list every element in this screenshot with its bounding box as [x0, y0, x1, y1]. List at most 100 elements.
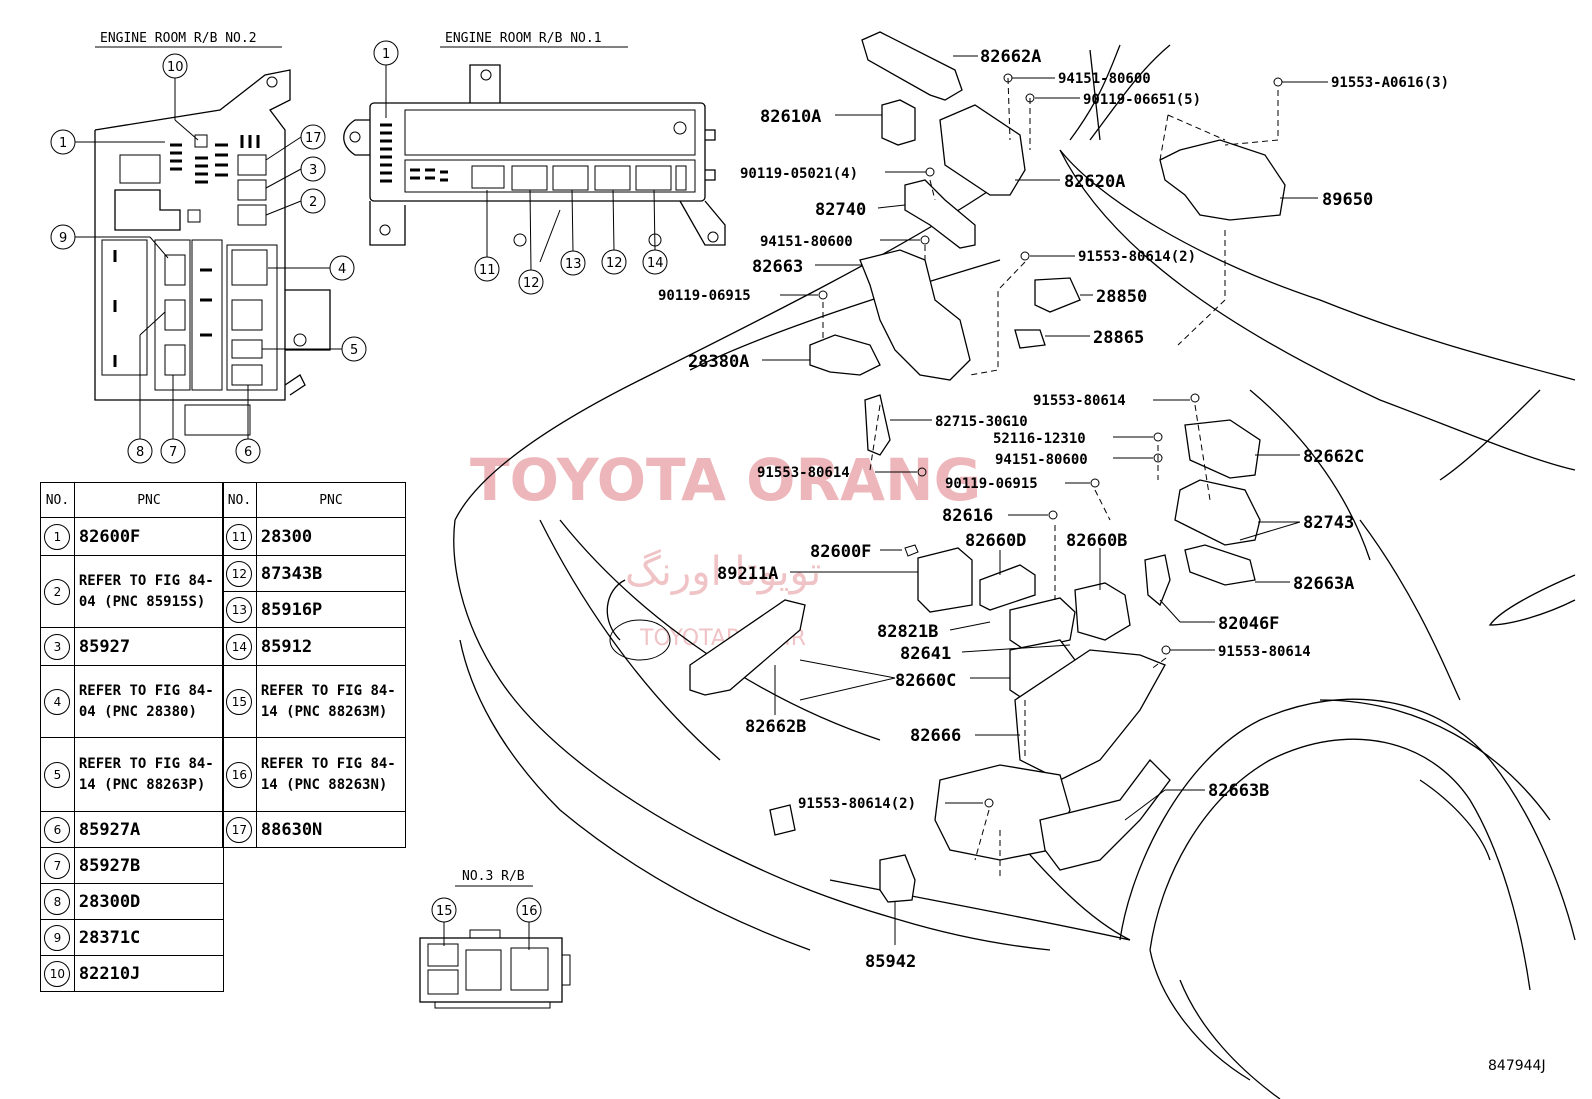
row-pnc: 85927 — [73, 627, 225, 666]
label-82616: 82616 — [942, 506, 993, 526]
callout-6: 6 — [244, 445, 252, 460]
callout-1: 1 — [59, 136, 67, 151]
callout-3: 3 — [309, 163, 317, 178]
rb1-title: ENGINE ROOM R/B NO.1 — [445, 31, 602, 46]
car-body-outline — [453, 44, 1576, 1099]
callout-15: 15 — [436, 904, 453, 919]
row-no: 4 — [44, 688, 71, 715]
callout-1b: 1 — [382, 47, 390, 62]
part-labels: 82662A 94151-80600 90119-06651(5) 91553-… — [658, 47, 1449, 972]
label-90119-06651: 90119-06651(5) — [1083, 92, 1201, 108]
row-no: 5 — [44, 761, 71, 788]
rb3-drawing — [419, 929, 571, 1009]
label-82743: 82743 — [1303, 513, 1354, 533]
callout-12: 12 — [523, 276, 540, 291]
row-pnc: 28371C — [73, 919, 225, 956]
watermark-main: TOYOTA ORANG — [470, 446, 981, 514]
row-pnc: 28300 — [255, 517, 407, 556]
callout-11: 11 — [479, 263, 496, 278]
row-pnc: 82210J — [73, 955, 225, 992]
label-91553-80614-2a: 91553-80614(2) — [1078, 249, 1196, 265]
row-no: 13 — [226, 596, 253, 623]
header-no: NO. — [40, 482, 75, 518]
label-82046F: 82046F — [1218, 614, 1279, 634]
label-28865: 28865 — [1093, 328, 1144, 348]
label-82663A: 82663A — [1293, 574, 1354, 594]
row-no: 10 — [44, 960, 71, 987]
label-82660B: 82660B — [1066, 531, 1127, 551]
callout-4: 4 — [338, 262, 346, 277]
row-no: 11 — [226, 523, 253, 550]
callout-17: 17 — [305, 131, 322, 146]
label-82662A: 82662A — [980, 47, 1041, 67]
label-82610A: 82610A — [760, 107, 821, 127]
row-no: 2 — [44, 578, 71, 605]
label-91553-80614-a: 91553-80614 — [1033, 393, 1126, 409]
callout-8: 8 — [136, 445, 144, 460]
row-no: 1 — [44, 523, 71, 550]
rb2-drawing — [94, 69, 331, 436]
components — [689, 31, 1286, 903]
label-28380A: 28380A — [688, 352, 749, 372]
assembly-lines — [822, 77, 1279, 880]
row-no: 15 — [226, 688, 253, 715]
label-82600F: 82600F — [810, 542, 871, 562]
label-94151-80600-a: 94151-80600 — [1058, 71, 1151, 87]
label-85942: 85942 — [865, 952, 916, 972]
callout-10: 10 — [167, 60, 184, 75]
row-pnc: REFER TO FIG 84-14 (PNC 88263N) — [255, 737, 407, 812]
row-no: 6 — [44, 816, 71, 843]
row-pnc: 85927B — [73, 847, 225, 884]
label-52116-12310: 52116-12310 — [993, 431, 1086, 447]
row-pnc: REFER TO FIG 84-14 (PNC 88263M) — [255, 665, 407, 738]
label-90119-06915-a: 90119-06915 — [658, 288, 751, 304]
callout-7: 7 — [169, 445, 177, 460]
callout-2: 2 — [309, 195, 317, 210]
label-91553-80614-c: 91553-80614 — [1218, 644, 1311, 660]
row-pnc: 28300D — [73, 883, 225, 920]
callout-13: 13 — [565, 257, 582, 272]
header-pnc: PNC — [255, 482, 407, 518]
row-no: 12 — [226, 560, 253, 587]
label-94151-80600-c: 94151-80600 — [995, 452, 1088, 468]
label-28850: 28850 — [1096, 287, 1147, 307]
row-pnc: REFER TO FIG 84-14 (PNC 88263P) — [73, 737, 225, 812]
label-89211A: 89211A — [717, 564, 778, 584]
row-pnc: REFER TO FIG 84-04 (PNC 85915S) — [73, 555, 225, 628]
row-no: 14 — [226, 633, 253, 660]
label-90119-05021: 90119-05021(4) — [740, 166, 858, 182]
row-pnc: 82600F — [73, 517, 225, 556]
label-82740: 82740 — [815, 200, 866, 220]
callout-9: 9 — [59, 231, 67, 246]
row-pnc: 85916P — [255, 591, 407, 628]
row-pnc: 87343B — [255, 555, 407, 592]
callouts: 1 10 17 3 2 9 4 5 8 7 6 1 11 12 13 12 14… — [50, 40, 668, 950]
callout-14: 14 — [647, 256, 664, 271]
callout-5: 5 — [350, 343, 358, 358]
row-no: 9 — [44, 924, 71, 951]
label-82663: 82663 — [752, 257, 803, 277]
row-no: 8 — [44, 888, 71, 915]
label-82666: 82666 — [910, 726, 961, 746]
label-82663B: 82663B — [1208, 781, 1269, 801]
label-94151-80600-b: 94151-80600 — [760, 234, 853, 250]
label-82620A: 82620A — [1064, 172, 1125, 192]
rb3-title: NO.3 R/B — [462, 869, 525, 884]
row-no: 3 — [44, 633, 71, 660]
row-pnc: REFER TO FIG 84-04 (PNC 28380) — [73, 665, 225, 738]
label-82641: 82641 — [900, 644, 951, 664]
label-82715-30G10: 82715-30G10 — [935, 414, 1028, 430]
callout-12b: 12 — [606, 256, 623, 271]
label-91553-80614-2b: 91553-80614(2) — [798, 796, 916, 812]
row-pnc: 85912 — [255, 627, 407, 666]
label-90119-06915-b: 90119-06915 — [945, 476, 1038, 492]
label-91553-A0616: 91553-A0616(3) — [1331, 75, 1449, 91]
label-82662C: 82662C — [1303, 447, 1364, 467]
label-82662B: 82662B — [745, 717, 806, 737]
rb2-title: ENGINE ROOM R/B NO.2 — [100, 31, 257, 46]
rb1-drawing — [343, 64, 726, 247]
watermark-farsi: تویوتا اورنگ — [625, 549, 821, 595]
label-91553-80614-b: 91553-80614 — [757, 465, 850, 481]
